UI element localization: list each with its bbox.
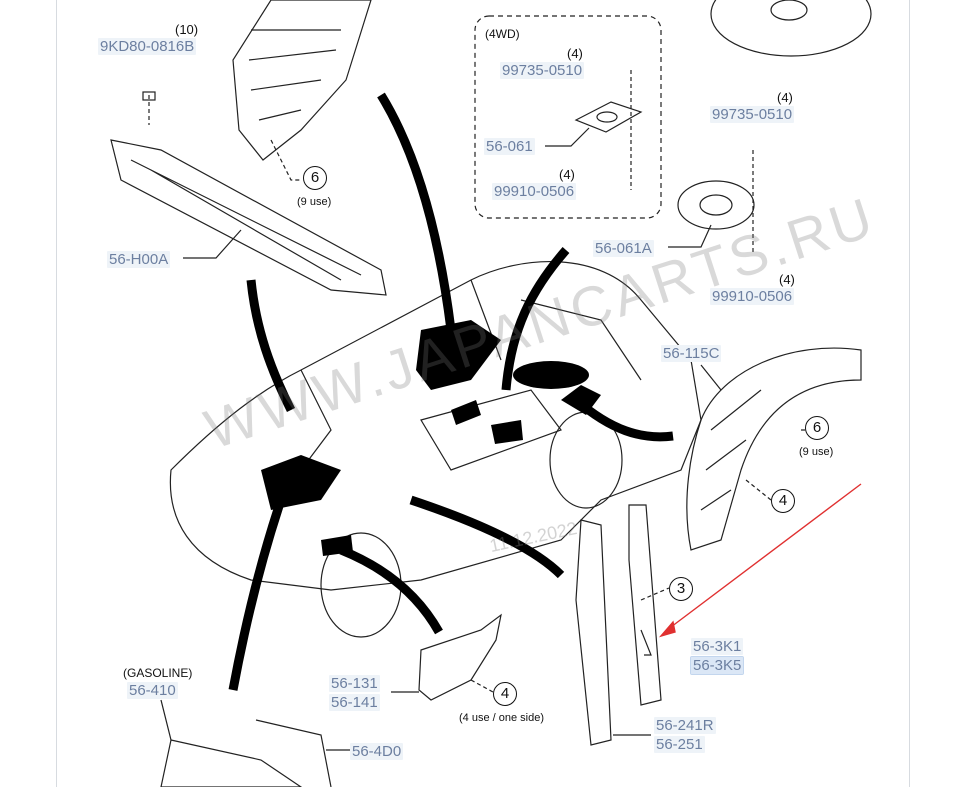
part-label-56-131[interactable]: 56-131 xyxy=(329,675,380,692)
spare-tire xyxy=(710,0,872,57)
quantity-10: (10) xyxy=(175,22,199,37)
cowl-panel xyxy=(110,139,387,296)
part-label-56-115c[interactable]: 56-115C xyxy=(661,345,722,362)
car-body-outline xyxy=(169,261,702,591)
note-4-use-one-side: (4 use / one side) xyxy=(459,712,544,724)
callout-4-a: 4 xyxy=(771,489,795,513)
part-label-56-410[interactable]: 56-410 xyxy=(127,682,178,699)
front-fender-liner xyxy=(232,0,372,161)
box-4wd xyxy=(474,15,662,219)
parts-diagram xyxy=(110,0,872,787)
part-label-56-h00a[interactable]: 56-H00A xyxy=(107,251,171,268)
part-label-9kd80[interactable]: 9KD80-0816B xyxy=(98,38,197,55)
callout-6-a: 6 xyxy=(303,166,327,190)
part-label-56-061[interactable]: 56-061 xyxy=(484,138,535,155)
callout-3: 3 xyxy=(669,577,693,601)
part-label-56-061a[interactable]: 56-061A xyxy=(593,240,654,257)
under-cover xyxy=(160,739,303,787)
quantity-4-c: (4) xyxy=(777,90,793,105)
note-9-use-a: (9 use) xyxy=(297,196,332,208)
part-label-99910-b[interactable]: 99910-0506 xyxy=(710,288,795,305)
part-label-56-3k1[interactable]: 56-3K1 xyxy=(691,638,744,655)
part-label-99910-a[interactable]: 99910-0506 xyxy=(492,183,577,200)
quantity-4-d: (4) xyxy=(779,272,795,287)
part-label-56-141[interactable]: 56-141 xyxy=(329,694,380,711)
part-label-56-251[interactable]: 56-251 xyxy=(654,736,705,753)
splash-shield xyxy=(418,613,502,701)
quantity-4-a: (4) xyxy=(567,46,583,61)
callout-6-b: 6 xyxy=(805,416,829,440)
quantity-4-b: (4) xyxy=(559,167,575,182)
part-label-99735-b[interactable]: 99735-0510 xyxy=(710,106,795,123)
part-label-99735-a[interactable]: 99735-0510 xyxy=(500,62,585,79)
part-label-56-4d0[interactable]: 56-4D0 xyxy=(350,743,404,760)
diagram-frame: WWW.JAPANCARTS.RU 11.12.2022 (4WD) (GASO… xyxy=(56,0,910,787)
grommet-4wd xyxy=(574,101,643,133)
part-label-56-241r[interactable]: 56-241R xyxy=(654,717,716,734)
annotation-arrow xyxy=(666,483,862,631)
callout-4-b: 4 xyxy=(493,682,517,706)
part-label-56-3k5[interactable]: 56-3K5 xyxy=(689,656,745,675)
grommet-large xyxy=(677,180,755,230)
side-sill-trim-outer xyxy=(575,519,612,746)
side-sill-trim-inner xyxy=(628,504,662,706)
header-4wd: (4WD) xyxy=(485,27,520,41)
rear-fender-liner xyxy=(686,347,862,551)
note-9-use-b: (9 use) xyxy=(799,446,834,458)
header-gasoline: (GASOLINE) xyxy=(123,666,193,680)
